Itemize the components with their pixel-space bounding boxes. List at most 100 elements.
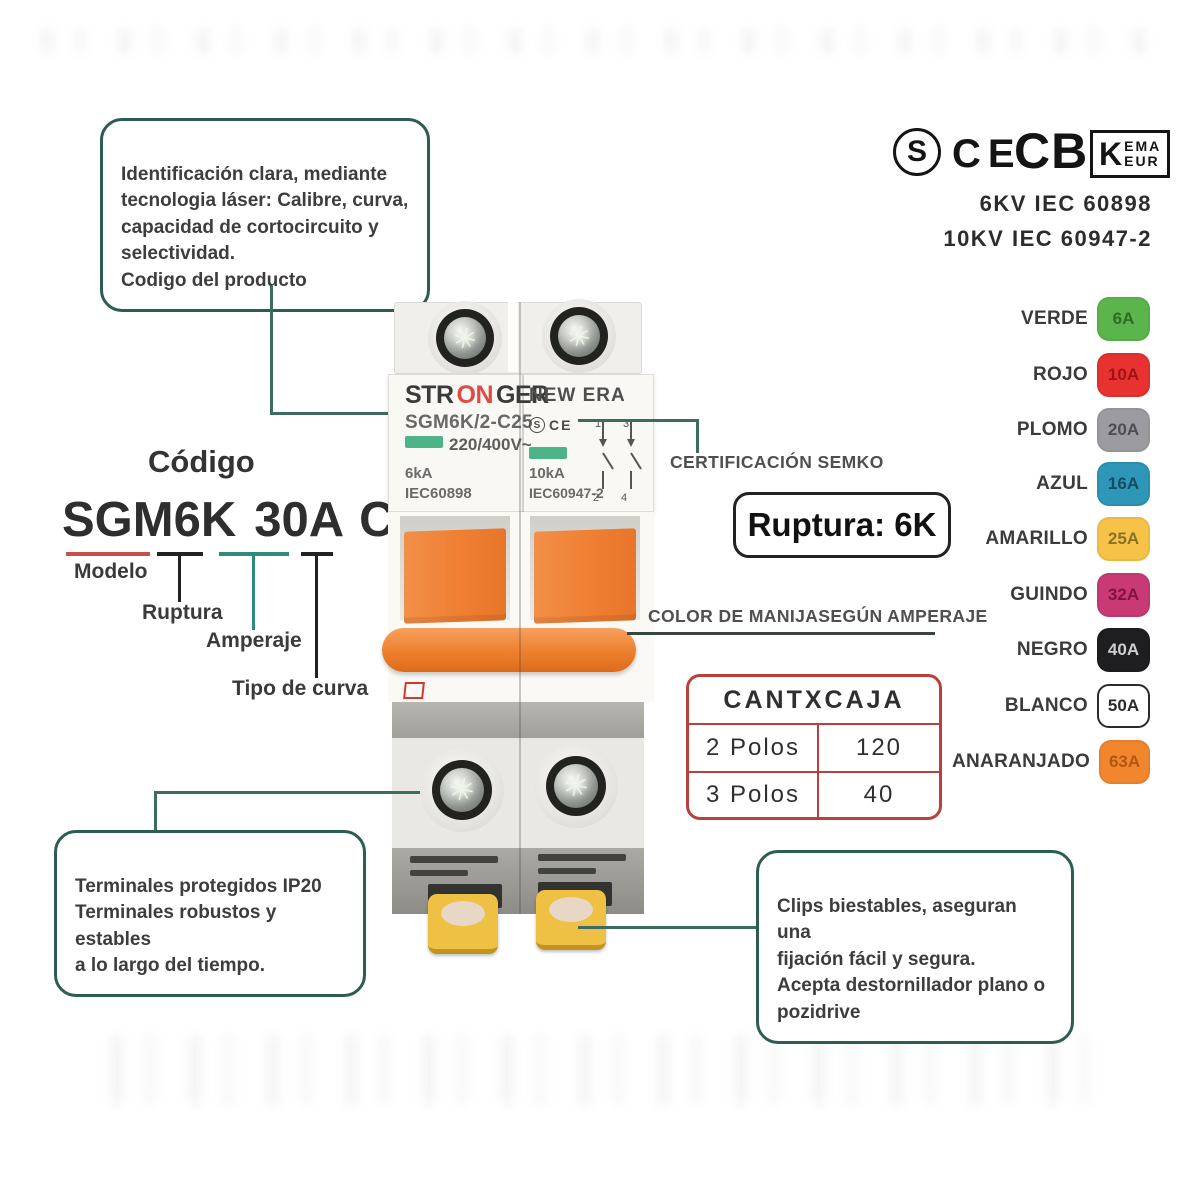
ruptura-badge-text: Ruptura: 6K	[747, 506, 937, 543]
callout-laser-marking: Identificación clara, mediante tecnologi…	[100, 118, 430, 312]
screw-sparkle-icon: ✳	[559, 766, 593, 806]
din-slot	[538, 868, 596, 874]
legend-chip: 63A	[1099, 740, 1150, 784]
face-s-letter: S	[533, 419, 541, 431]
note-certificacion-semko: CERTIFICACIÓN SEMKO	[670, 452, 884, 472]
artifact-band-bottom	[110, 1035, 1090, 1105]
breaker-ka-left: 6kA	[405, 465, 433, 482]
legend-item-plomo: PLOMO 20A	[952, 408, 1150, 452]
callout-terminales: Terminales protegidos IP20 Terminales ro…	[54, 830, 366, 997]
callout-terminales-text: Terminales protegidos IP20 Terminales ro…	[75, 875, 322, 977]
green-chip-right	[529, 447, 567, 459]
amperage-color-legend: VERDE 6A ROJO 10A PLOMO 20A AZUL 16A AMA…	[952, 297, 1150, 797]
svg-text:3: 3	[623, 418, 629, 430]
table-cell-qty: 40	[863, 781, 895, 808]
table-cell-qty: 120	[855, 734, 903, 761]
legend-chip: 16A	[1097, 462, 1150, 506]
connector-semko-horizontal	[578, 419, 698, 422]
handle-tie-bar	[382, 628, 636, 672]
legend-chip: 10A	[1097, 353, 1150, 397]
wiring-diagram-icon: 1 3 2 4	[593, 418, 642, 504]
svg-text:2: 2	[593, 492, 599, 504]
bottom-terminal-screw-right: ✳	[554, 764, 598, 808]
din-slot	[538, 854, 626, 861]
connector-semko-vertical	[696, 419, 699, 453]
table-row: 3 Polos 40	[689, 771, 939, 817]
legend-item-anaranjado: ANARANJADO 63A	[952, 740, 1150, 784]
legend-label: BLANCO	[1004, 695, 1088, 716]
standards-block: 6KV IEC 60898 10KV IEC 60947-2	[850, 186, 1152, 256]
label-ruptura: Ruptura	[142, 601, 223, 624]
ruptura-badge: Ruptura: 6K	[733, 492, 951, 558]
clip-inner	[549, 897, 593, 922]
breaker-voltage: 220/400V~	[449, 435, 532, 454]
ce-letters: CE	[952, 132, 1022, 176]
legend-chip: 20A	[1097, 408, 1150, 452]
code-part-model: SGM6K	[62, 493, 237, 547]
toggle-handle-left	[404, 528, 506, 624]
face-module-divider	[522, 375, 524, 513]
legend-label: ANARANJADO	[952, 751, 1091, 772]
legend-amp: 40A	[1107, 640, 1140, 659]
breaker-ka-right: 10kA	[529, 465, 565, 482]
legend-amp: 16A	[1107, 474, 1140, 493]
clip-inner	[441, 901, 485, 926]
table-cell-poles: 2 Polos	[689, 725, 819, 771]
legend-chip: 50A	[1097, 684, 1150, 728]
legend-item-negro: NEGRO 40A	[952, 628, 1150, 672]
legend-label: AMARILLO	[985, 528, 1088, 549]
codigo-title: Código	[148, 444, 255, 479]
face-semko-icon: S	[529, 417, 545, 433]
kema-line2: EUR	[1124, 153, 1160, 169]
table-row: 2 Polos 120	[689, 725, 939, 771]
svg-text:1: 1	[595, 418, 601, 430]
callout-laser-text: Identificación clara, mediante tecnologi…	[121, 163, 409, 291]
bistable-clip-right	[536, 890, 606, 950]
connector-terminales-vertical	[154, 791, 157, 833]
table-title: CANTXCAJA	[689, 677, 939, 725]
din-slot	[410, 870, 468, 876]
legend-label: ROJO	[1032, 364, 1088, 385]
table-cell-poles: 3 Polos	[689, 773, 819, 817]
amperaje-leader	[252, 552, 255, 630]
cantxcaja-table: CANTXCAJA 2 Polos 120 3 Polos 40	[686, 674, 942, 820]
green-chip-left	[405, 436, 443, 448]
breaker-top-gap	[508, 302, 518, 372]
legend-chip: 40A	[1097, 628, 1150, 672]
breaker-face: STR ON GER SGM6K/2-C25 220/400V~ 6kA IEC…	[388, 374, 654, 513]
kema-line1: EMA	[1124, 138, 1162, 155]
standard-iec-60947: 10KV IEC 60947-2	[943, 226, 1152, 252]
semko-s-letter: S	[906, 135, 927, 168]
legend-label: GUINDO	[1010, 584, 1088, 605]
label-amperaje: Amperaje	[206, 629, 302, 652]
legend-label: VERDE	[1021, 308, 1088, 329]
screw-sparkle-icon: ✳	[563, 318, 595, 354]
callout-clips: Clips biestables, aseguran una fijación …	[756, 850, 1074, 1044]
artifact-band-top	[40, 28, 1160, 54]
connector-laser-horizontal	[270, 412, 400, 415]
product-code: SGM6K 30A C	[62, 492, 395, 548]
legend-item-verde: VERDE 6A	[952, 297, 1150, 341]
legend-item-amarillo: AMARILLO 25A	[952, 517, 1150, 561]
legend-chip: 32A	[1097, 573, 1150, 617]
legend-amp: 25A	[1107, 529, 1140, 548]
kema-keur-mark-icon: K EMA EUR	[1090, 130, 1171, 178]
face-ce-icon: CE	[549, 417, 573, 433]
legend-amp: 50A	[1107, 696, 1140, 715]
legend-amp: 6A	[1112, 309, 1135, 328]
screw-sparkle-icon: ✳	[449, 320, 481, 356]
brand-str: STR	[405, 381, 454, 409]
connector-manija-line	[627, 632, 935, 635]
breaker-std-left: IEC60898	[405, 485, 472, 502]
brand-logo: STR ON GER	[405, 381, 549, 410]
breaker-mid-band	[392, 702, 644, 738]
legend-item-rojo: ROJO 10A	[952, 353, 1150, 397]
brand-on: ON	[456, 381, 494, 409]
screw-sparkle-icon: ✳	[445, 770, 479, 810]
connector-laser-vertical	[270, 286, 273, 414]
kema-k-letter: K	[1099, 135, 1123, 172]
bistable-clip-left	[428, 894, 498, 954]
ce-mark-icon: CE	[952, 132, 1022, 177]
label-modelo: Modelo	[74, 560, 148, 583]
